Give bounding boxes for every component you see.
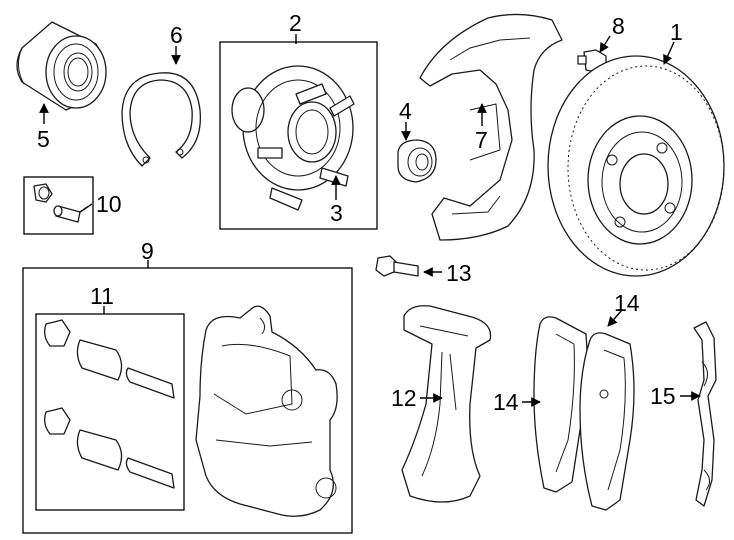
callout-2: 2 bbox=[289, 10, 302, 36]
callout-12: 12 bbox=[391, 385, 417, 411]
wheel-hub-part bbox=[231, 65, 355, 211]
callout-3: 3 bbox=[330, 200, 343, 226]
callout-7: 7 bbox=[475, 127, 488, 153]
caliper-pin-kit-box bbox=[35, 313, 185, 511]
callout-8: 8 bbox=[612, 13, 625, 39]
caliper-bolt-part bbox=[375, 255, 419, 277]
brake-pad-outer-part bbox=[579, 332, 635, 511]
caliper-housing-part bbox=[195, 305, 338, 517]
guide-pin-kit-box bbox=[23, 176, 94, 235]
callout-15: 15 bbox=[650, 383, 676, 409]
callout-10: 10 bbox=[96, 191, 122, 217]
caliper-bracket-part bbox=[401, 305, 492, 503]
anti-rattle-spring-part bbox=[693, 321, 717, 507]
brake-pad-inner-part bbox=[533, 316, 588, 493]
leader-lines bbox=[39, 34, 701, 407]
brake-rotor-part bbox=[547, 55, 725, 277]
callout-5: 5 bbox=[37, 126, 50, 152]
callout-6: 6 bbox=[170, 22, 183, 48]
wheel-bearing-part bbox=[16, 21, 107, 111]
callout-11: 11 bbox=[90, 283, 114, 309]
callout-labels: 1 2 3 4 5 6 7 8 9 10 11 12 13 14 14 15 bbox=[37, 10, 683, 415]
caliper-pin-kit-part bbox=[44, 319, 175, 489]
callout-9: 9 bbox=[141, 238, 154, 264]
splash-shield-part bbox=[419, 13, 563, 241]
callout-4: 4 bbox=[399, 98, 412, 124]
hub-kit-box bbox=[219, 41, 378, 230]
snap-ring-part bbox=[121, 72, 202, 167]
caliper-kit-box bbox=[22, 267, 353, 534]
callout-14-left: 14 bbox=[493, 389, 519, 415]
callout-13: 13 bbox=[446, 260, 472, 286]
callout-1: 1 bbox=[670, 19, 683, 45]
callout-14-top: 14 bbox=[614, 290, 640, 316]
hub-nut-part bbox=[397, 139, 437, 183]
guide-pin-kit-part bbox=[33, 183, 81, 223]
